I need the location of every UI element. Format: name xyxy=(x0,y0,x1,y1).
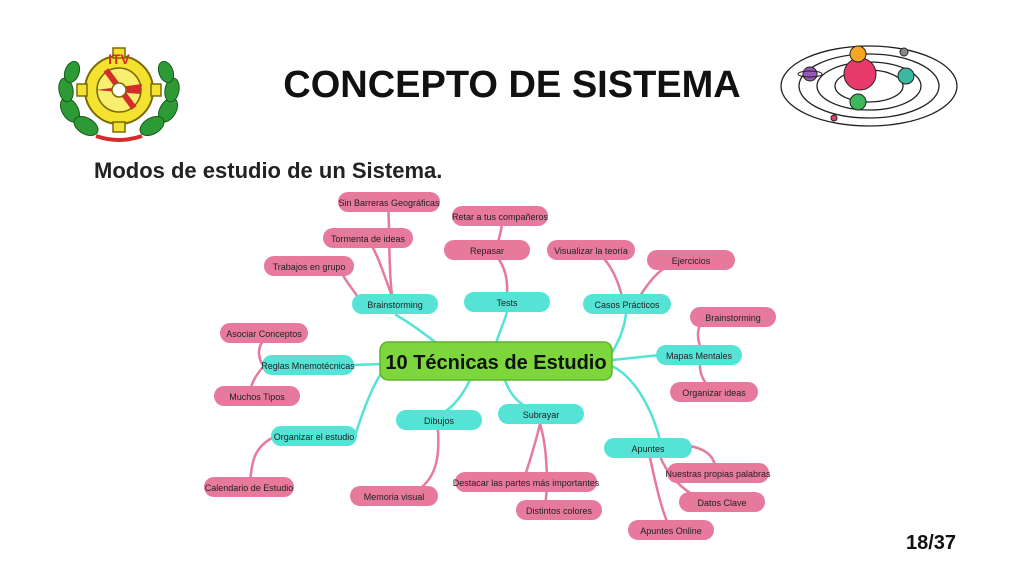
solar-system-icon xyxy=(780,45,958,127)
leaf-label: Memoria visual xyxy=(364,492,425,502)
branch-reglas-mnemotecnicas[interactable]: Reglas Mnemotécnicas xyxy=(261,355,355,375)
branch-tests[interactable]: Tests xyxy=(464,292,550,312)
branch-label: Reglas Mnemotécnicas xyxy=(261,361,355,371)
leaf-visualizar[interactable]: Visualizar la teoría xyxy=(547,240,635,260)
branch-mapas-mentales[interactable]: Mapas Mentales xyxy=(656,345,742,365)
leaf-organizar-ideas[interactable]: Organizar ideas xyxy=(670,382,758,402)
leaf-label: Ejercicios xyxy=(672,256,711,266)
leaf-sin-barreras[interactable]: Sin Barreras Geográficas xyxy=(338,192,440,212)
center-node[interactable]: 10 Técnicas de Estudio xyxy=(379,341,613,381)
branch-label: Dibujos xyxy=(424,416,455,426)
leaf-label: Brainstorming xyxy=(705,313,761,323)
leaf-trabajos[interactable]: Trabajos en grupo xyxy=(264,256,354,276)
branch-dibujos[interactable]: Dibujos xyxy=(396,410,482,430)
leaf-label: Tormenta de ideas xyxy=(331,234,406,244)
branch-organizar-estudio[interactable]: Organizar el estudio xyxy=(271,426,357,446)
branch-label: Tests xyxy=(496,298,518,308)
leaf-label: Asociar Conceptos xyxy=(226,329,302,339)
leaf-label: Nuestras propias palabras xyxy=(665,469,771,479)
leaf-label: Apuntes Online xyxy=(640,526,702,536)
leaf-calendario[interactable]: Calendario de Estudio xyxy=(204,477,294,497)
branch-label: Apuntes xyxy=(631,444,665,454)
leaf-label: Destacar las partes más importantes xyxy=(453,478,600,488)
leaf-asociar[interactable]: Asociar Conceptos xyxy=(220,323,308,343)
leaf-tormenta[interactable]: Tormenta de ideas xyxy=(323,228,413,248)
branch-label: Organizar el estudio xyxy=(274,432,355,442)
itv-gear-logo-icon: ITV xyxy=(58,47,180,142)
leaf-label: Trabajos en grupo xyxy=(273,262,346,272)
branch-label: Brainstorming xyxy=(367,300,423,310)
branch-label: Casos Prácticos xyxy=(594,300,660,310)
center-label: 10 Técnicas de Estudio xyxy=(385,352,606,374)
logo-text: ITV xyxy=(108,51,130,67)
branch-brainstorming[interactable]: Brainstorming xyxy=(352,294,438,314)
leaf-memoria-visual[interactable]: Memoria visual xyxy=(350,486,438,506)
leaf-label: Datos Clave xyxy=(697,498,746,508)
leaf-label: Organizar ideas xyxy=(682,388,746,398)
leaf-ejercicios[interactable]: Ejercicios xyxy=(647,250,735,270)
leaf-label: Muchos Tipos xyxy=(229,392,285,402)
branch-label: Mapas Mentales xyxy=(666,351,733,361)
leaf-label: Distintos colores xyxy=(526,506,593,516)
page-number: 18/37 xyxy=(906,532,957,554)
leaf-propias-palabras[interactable]: Nuestras propias palabras xyxy=(665,463,771,483)
branch-apuntes[interactable]: Apuntes xyxy=(604,438,692,458)
leaf-datos-clave[interactable]: Datos Clave xyxy=(679,492,765,512)
leaf-muchos-tipos[interactable]: Muchos Tipos xyxy=(214,386,300,406)
leaf-label: Retar a tus compañeros xyxy=(452,212,549,222)
slide-subtitle: Modos de estudio de un Sistema. xyxy=(94,158,443,183)
branch-label: Subrayar xyxy=(523,410,560,420)
branch-subrayar[interactable]: Subrayar xyxy=(498,404,584,424)
leaf-repasar[interactable]: Repasar xyxy=(444,240,530,260)
leaf-label: Calendario de Estudio xyxy=(205,483,294,493)
leaf-apuntes-online[interactable]: Apuntes Online xyxy=(628,520,714,540)
slide-title: CONCEPTO DE SISTEMA xyxy=(283,64,741,106)
leaf-label: Sin Barreras Geográficas xyxy=(338,198,440,208)
leaf-distintos-colores[interactable]: Distintos colores xyxy=(516,500,602,520)
leaf-retar[interactable]: Retar a tus compañeros xyxy=(452,206,549,226)
leaf-label: Repasar xyxy=(470,246,504,256)
branch-casos-practicos[interactable]: Casos Prácticos xyxy=(583,294,671,314)
leaf-brainstorming-mapas[interactable]: Brainstorming xyxy=(690,307,776,327)
leaf-label: Visualizar la teoría xyxy=(554,246,628,256)
leaf-destacar[interactable]: Destacar las partes más importantes xyxy=(453,472,600,492)
